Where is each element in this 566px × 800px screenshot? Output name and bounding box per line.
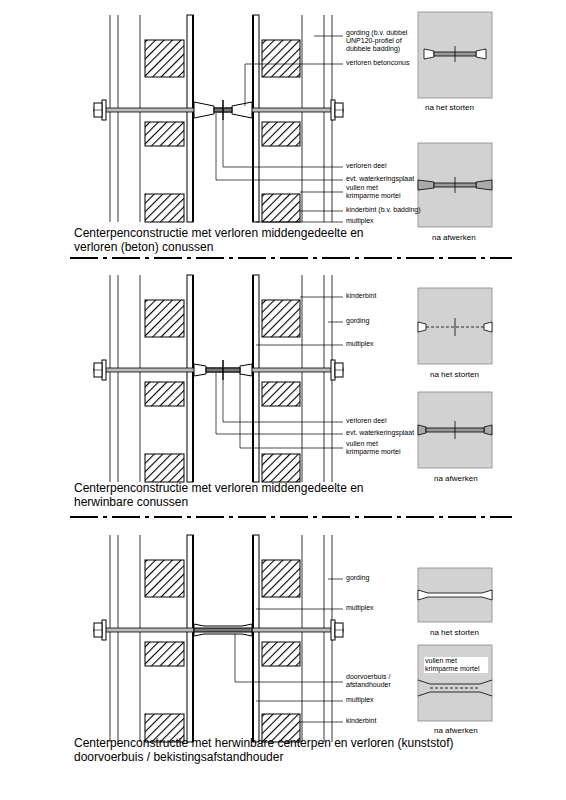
section-caption: Centerpenconstructie met verloren midden… bbox=[74, 482, 366, 510]
part-label: kinderbint (b.v. badding) bbox=[346, 206, 436, 214]
part-label: kinderbint bbox=[346, 717, 406, 725]
view-label: na het storten bbox=[430, 370, 500, 379]
section-caption: Centerpenconstructie met verloren midden… bbox=[74, 227, 366, 255]
part-label: vullen met krimparme mortel bbox=[346, 184, 408, 200]
view-label: na het storten bbox=[425, 103, 495, 112]
section-caption: Centerpenconstructie met herwinbare cent… bbox=[74, 737, 454, 765]
part-label: gording bbox=[346, 317, 406, 325]
part-label: multiplex bbox=[346, 604, 406, 612]
view-label: na afwerken bbox=[434, 726, 504, 735]
part-label: kinderbint bbox=[346, 292, 406, 300]
part-label: verloren deel bbox=[346, 417, 426, 425]
section-lost-concrete-cones bbox=[94, 12, 492, 227]
part-label: evt. waterkeringsplaat bbox=[346, 429, 436, 437]
part-label: multiplex bbox=[346, 217, 406, 225]
part-label: vullen met krimparme mortel bbox=[424, 657, 488, 673]
part-label: gording bbox=[346, 574, 406, 582]
part-label: evt. waterkeringsplaat bbox=[346, 175, 436, 183]
section-plastic-tube bbox=[94, 535, 492, 742]
part-label: verloren deel bbox=[346, 162, 426, 170]
part-label: vullen met krimparme mortel bbox=[346, 440, 408, 456]
view-label: na afwerken bbox=[432, 233, 502, 242]
part-label: doorvoerbuis / afstandhouder bbox=[346, 673, 412, 689]
part-label: gording (b.v. dubbel UNP120-profiel of d… bbox=[346, 29, 428, 53]
part-label: multiplex bbox=[346, 340, 406, 348]
part-label: verloren betonconus bbox=[346, 59, 436, 67]
view-label: na afwerken bbox=[434, 474, 504, 483]
part-label: multiplex bbox=[346, 696, 406, 704]
view-label: na het storten bbox=[430, 628, 500, 637]
